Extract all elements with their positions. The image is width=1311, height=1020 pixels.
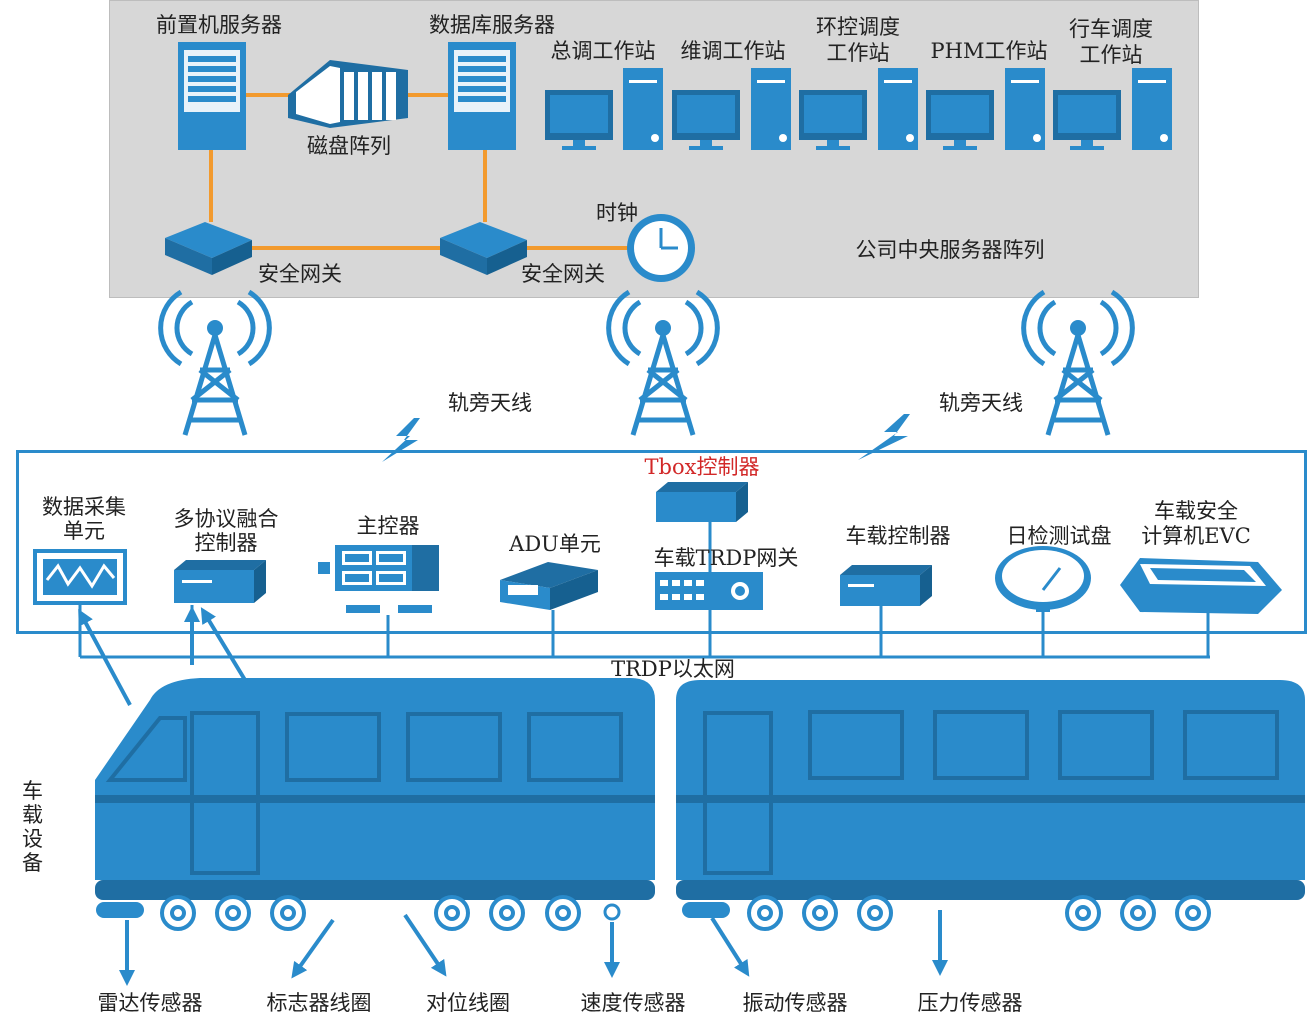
multi-protocol-controller-icon (174, 560, 266, 603)
vehicle-label-char-1: 车 (22, 779, 43, 803)
vehicle-label-char-3: 设 (22, 827, 43, 851)
workstation-5-label-line2: 工作站 (1079, 43, 1143, 67)
antenna-tower-icon-2 (606, 289, 720, 436)
disk-array-icon (288, 60, 408, 128)
daily-check-label: 日检测试盘 (1006, 524, 1112, 548)
multi-protocol-label-line1: 多协议融合 (173, 507, 279, 531)
evc-icon (1120, 558, 1282, 614)
front-server-label: 前置机服务器 (156, 13, 282, 37)
main-controller-icon (318, 545, 439, 613)
sensor-arrows (119, 910, 948, 986)
adu-label: ADU单元 (509, 532, 601, 556)
tbox-label: Tbox控制器 (644, 455, 760, 479)
server-links (209, 93, 630, 250)
workstation-3-label-line1: 环控调度 (816, 15, 900, 39)
workstation-icons (545, 68, 1172, 150)
daq-label-line1: 数据采集 (42, 495, 126, 519)
evc-label-line2: 计算机EVC (1141, 524, 1251, 548)
daq-label-line2: 单元 (63, 519, 105, 543)
workstation-1-label: 总调工作站 (550, 39, 656, 63)
trackside-antenna-label-2: 轨旁天线 (939, 391, 1023, 415)
trdp-gateway-icon (655, 572, 763, 610)
vehicle-label-char-4: 备 (22, 851, 43, 875)
pressure-sensor-label: 压力传感器 (917, 991, 1023, 1015)
train-wheels (160, 895, 1211, 931)
train-to-device-arrows (78, 606, 247, 706)
workstation-2-label: 维调工作站 (680, 39, 786, 63)
wireless-signal-icon-1 (382, 418, 420, 462)
disk-array-label: 磁盘阵列 (307, 134, 391, 158)
train-car-2 (676, 680, 1305, 900)
gateway-1-label: 安全网关 (258, 262, 342, 286)
workstation-3-label-line2: 工作站 (826, 41, 890, 65)
workstation-4-label: PHM工作站 (930, 39, 1048, 63)
vehicle-label-char-2: 载 (22, 803, 43, 827)
vehicle-controller-label: 车载控制器 (845, 524, 951, 548)
gateway-icon-1 (165, 222, 252, 275)
workstation-5-icon (1053, 68, 1172, 150)
train-car-1 (95, 678, 655, 900)
gateway-2-label: 安全网关 (521, 262, 605, 286)
adu-unit-icon (500, 562, 598, 610)
radar-sensor-label: 雷达传感器 (97, 991, 203, 1015)
front-server-icon (178, 42, 246, 150)
evc-label-line1: 车载安全 (1154, 499, 1238, 523)
vehicle-controller-icon (840, 565, 932, 606)
wireless-signal-icon-2 (858, 414, 910, 460)
main-controller-label: 主控器 (356, 514, 420, 538)
workstation-2-icon (672, 68, 791, 150)
gateway-icon-2 (440, 222, 527, 275)
trdp-gateway-label: 车载TRDP网关 (653, 546, 799, 570)
workstation-4-icon (926, 68, 1045, 150)
workstation-5-label-line1: 行车调度 (1069, 17, 1153, 41)
antenna-tower-icon-3 (1021, 289, 1135, 436)
clock-label: 时钟 (596, 201, 638, 225)
daily-check-panel-icon (995, 546, 1091, 612)
workstation-3-icon (799, 68, 918, 150)
antenna-tower-icon-1 (158, 289, 272, 436)
trdp-ethernet-label: TRDP以太网 (611, 657, 735, 681)
database-server-label: 数据库服务器 (429, 13, 555, 37)
tbox-controller-icon (656, 482, 748, 522)
daq-unit-icon (33, 549, 127, 605)
onboard-equipment-box (16, 450, 1307, 634)
sensor-blocks (96, 902, 730, 921)
workstation-1-icon (545, 68, 663, 150)
trackside-antenna-label-1: 轨旁天线 (448, 391, 532, 415)
central-array-title: 公司中央服务器阵列 (855, 238, 1045, 262)
speed-sensor-label: 速度传感器 (580, 991, 686, 1015)
multi-protocol-label-line2: 控制器 (194, 531, 258, 555)
alignment-coil-label: 对位线圈 (426, 991, 510, 1015)
clock-icon (627, 214, 695, 282)
marker-coil-label: 标志器线圈 (266, 991, 372, 1015)
vibration-sensor-label: 振动传感器 (742, 991, 848, 1015)
database-server-icon (448, 42, 516, 150)
